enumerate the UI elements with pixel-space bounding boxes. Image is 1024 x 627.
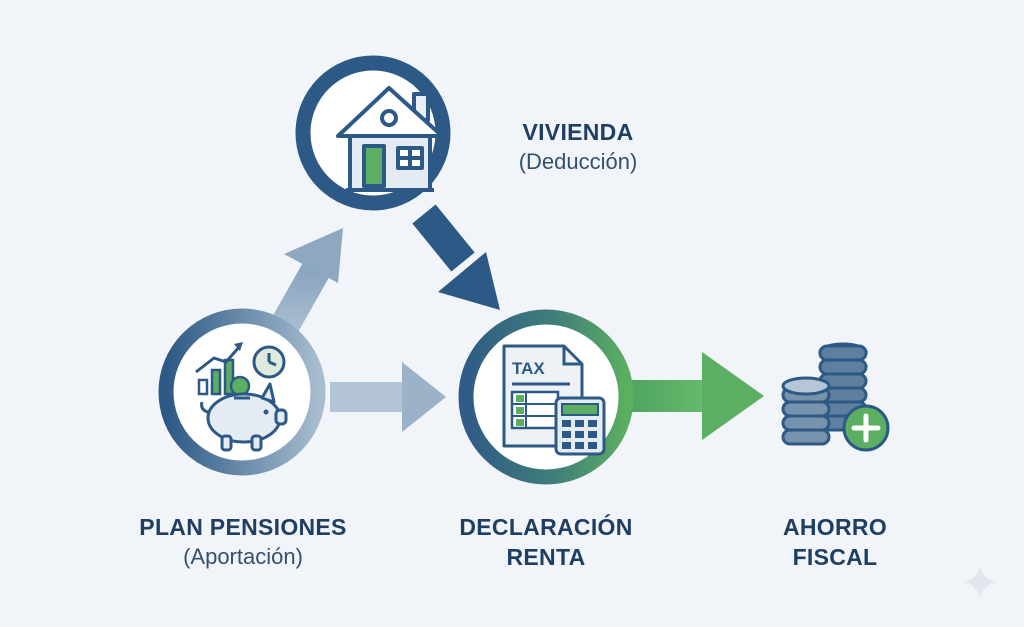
house-icon [336, 86, 444, 192]
tax-label: TAX [512, 359, 545, 378]
vivienda-subtitle: (Deducción) [518, 149, 638, 174]
arrow-renta-to-ahorro [632, 352, 764, 440]
ahorro-title-line1: AHORRO [782, 514, 888, 540]
plan-subtitle: (Aportación) [183, 544, 303, 569]
arrow-plan-to-renta [330, 362, 446, 432]
ahorro-title-line2: FISCAL [792, 544, 878, 570]
node-vivienda [295, 55, 451, 211]
renta-title-line2: RENTA [506, 544, 586, 570]
arrow-vivienda-to-renta [412, 204, 500, 310]
node-plan-pensiones [158, 308, 326, 476]
coin-stacks-plus-icon [781, 342, 890, 452]
node-declaracion-renta: TAX [458, 309, 634, 485]
arrow-plan-to-vivienda [268, 228, 343, 338]
sparkle-icon [964, 566, 996, 598]
label-declaracion-renta: DECLARACIÓN RENTA [446, 512, 646, 572]
label-ahorro-fiscal: AHORRO FISCAL [760, 512, 910, 572]
piggy-bank-growth-icon [195, 342, 288, 452]
label-vivienda: VIVIENDA (Deducción) [488, 117, 668, 177]
vivienda-title: VIVIENDA [522, 119, 634, 145]
tax-form-calculator-icon: TAX [502, 344, 606, 456]
renta-title-line1: DECLARACIÓN [459, 514, 633, 540]
label-plan-pensiones: PLAN PENSIONES (Aportación) [118, 512, 368, 572]
plan-title: PLAN PENSIONES [139, 514, 347, 540]
